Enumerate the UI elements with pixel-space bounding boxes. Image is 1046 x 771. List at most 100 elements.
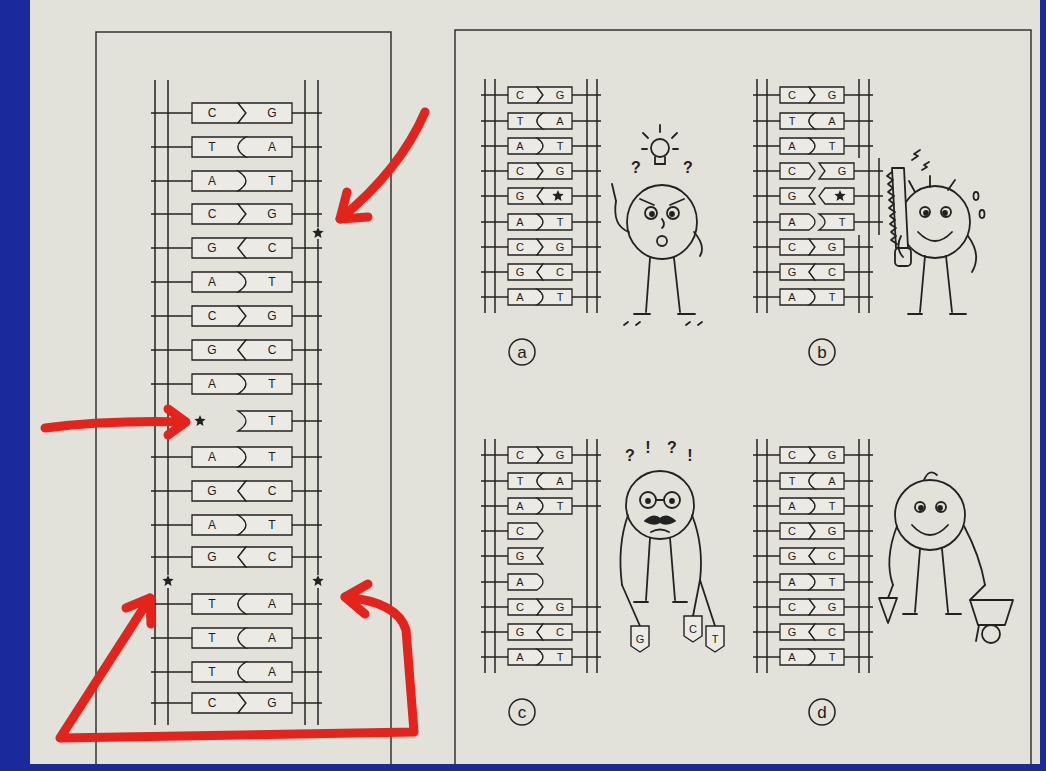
- base-stub: [151, 112, 192, 114]
- node-outline: [812, 548, 844, 564]
- base-letter: T: [789, 116, 796, 127]
- base-stub: [481, 145, 508, 147]
- base-block: G: [812, 523, 844, 539]
- base-block-outline: [537, 599, 572, 615]
- node-outline: [540, 214, 572, 230]
- drawing-part: [938, 506, 942, 510]
- node-outline: [242, 411, 292, 431]
- base-block: G: [812, 599, 844, 615]
- base-block-outline: [819, 188, 854, 204]
- base-block: C: [242, 547, 292, 567]
- base-stub: [481, 94, 508, 96]
- base-block-outline: [508, 214, 543, 230]
- base-stub: [481, 120, 508, 122]
- drawing-part: [651, 139, 669, 157]
- node-outline: [192, 340, 242, 360]
- thought-mark: ?: [631, 160, 641, 176]
- cartoon-figure: [887, 150, 985, 314]
- drawing-part: [694, 232, 702, 256]
- base-block: T: [192, 594, 242, 614]
- base-letter: T: [712, 634, 719, 645]
- base-block-outline: [537, 289, 572, 305]
- base-block-outline: [537, 113, 572, 129]
- base-letter: A: [788, 577, 795, 588]
- base-block: C: [242, 481, 292, 501]
- base-block: A: [780, 574, 812, 590]
- backbone-line: [317, 80, 319, 227]
- node-outline: [812, 289, 844, 305]
- base-stub: [481, 505, 508, 507]
- base-block-outline: [780, 447, 815, 463]
- node-outline: [242, 137, 292, 157]
- panel-frame: [96, 32, 391, 764]
- damage-star: [162, 575, 173, 586]
- base-block: G: [822, 163, 854, 179]
- base-block: C: [508, 163, 540, 179]
- dna-ladder: [481, 439, 601, 673]
- drawing-part: [970, 585, 985, 600]
- base-stub: [844, 296, 873, 298]
- base-letter: A: [268, 598, 276, 610]
- drawing-part: [920, 256, 952, 312]
- base-stub: [481, 221, 508, 223]
- base-letter: A: [828, 116, 835, 127]
- dna-ladders: [151, 79, 883, 725]
- base-letter: T: [829, 652, 836, 663]
- node-outline: [780, 87, 812, 103]
- base-letter: C: [516, 602, 524, 613]
- base-letter: G: [556, 90, 565, 101]
- base-block: C: [780, 163, 812, 179]
- base-letter: C: [268, 242, 277, 254]
- base-block: T: [540, 214, 572, 230]
- drawing-part: [936, 502, 946, 512]
- base-block: C: [192, 204, 242, 224]
- base-block: T: [242, 374, 292, 394]
- base-letter: G: [207, 551, 216, 563]
- node-outline: [780, 163, 812, 179]
- node-outline: [780, 239, 812, 255]
- node-outline: [780, 113, 812, 129]
- node-outline: [242, 103, 292, 123]
- base-letter: G: [828, 90, 837, 101]
- base-letter: T: [557, 501, 564, 512]
- node-outline: [192, 238, 242, 258]
- node-outline: [780, 138, 812, 154]
- base-letter: T: [268, 276, 275, 288]
- drawing-part: [909, 176, 955, 192]
- base-stub: [844, 505, 873, 507]
- base-block-outline: [809, 599, 844, 615]
- base-stub: [151, 456, 192, 458]
- base-letter: A: [516, 292, 523, 303]
- base-block: T: [242, 272, 292, 292]
- node-outline: [192, 137, 242, 157]
- base-stub: [481, 656, 508, 658]
- node-outline: [508, 473, 540, 489]
- base-stub: [844, 120, 873, 122]
- drawing-part: [982, 625, 1000, 643]
- base-block: A: [508, 574, 540, 590]
- base-stub: [572, 296, 601, 298]
- base-block: G: [508, 264, 540, 280]
- base-block-outline: [809, 289, 844, 305]
- base-letter: C: [208, 310, 217, 322]
- base-stub: [753, 221, 780, 223]
- base-block: C: [812, 264, 844, 280]
- base-block-outline: [537, 214, 572, 230]
- node-outline: [192, 306, 242, 326]
- base-block: T: [508, 113, 540, 129]
- base-block: G: [508, 188, 540, 204]
- base-block: T: [822, 214, 854, 230]
- base-stub: [572, 656, 601, 658]
- node-outline: [508, 239, 540, 255]
- node-outline: [192, 515, 242, 535]
- base-stub: [481, 631, 508, 633]
- base-letter: T: [517, 116, 524, 127]
- base-block: A: [508, 214, 540, 230]
- base-block: C: [192, 306, 242, 326]
- base-block: A: [192, 515, 242, 535]
- base-block-outline: [238, 481, 292, 501]
- node-outline: [192, 547, 242, 567]
- base-stub: [844, 530, 873, 532]
- base-stub: [753, 170, 780, 172]
- drawing-part: [627, 185, 697, 259]
